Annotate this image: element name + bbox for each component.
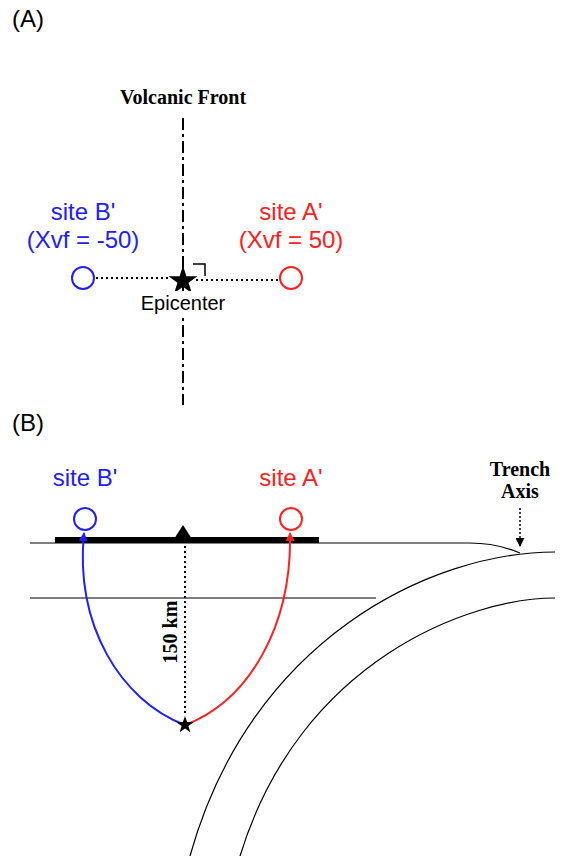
- node-label: site B': [51, 198, 116, 226]
- dotted-connector: [96, 277, 170, 279]
- panel-letter: (B): [12, 412, 44, 434]
- surface-line: [30, 543, 520, 553]
- circle-outline: [279, 266, 303, 290]
- ray-path-blue: [83, 533, 185, 725]
- site-marker: [72, 267, 94, 289]
- site-marker: [280, 267, 302, 289]
- volcanic-front-line: [182, 118, 184, 405]
- hypocenter-star: [176, 716, 193, 732]
- moho-line: [30, 597, 376, 598]
- site-circle: site A': [279, 507, 303, 531]
- node-label: site A': [259, 198, 322, 226]
- epicenter-star: Epicenter: [171, 268, 195, 292]
- right-angle-mark: [193, 264, 205, 276]
- circle-outline: [279, 507, 303, 531]
- star-outline: [171, 268, 195, 292]
- panel-letter: (A): [12, 8, 44, 30]
- volcano-symbol: [174, 525, 192, 539]
- epicenter-marker: [169, 266, 198, 294]
- ray-path-red: [185, 533, 290, 725]
- slab-lower-surface: [240, 598, 555, 856]
- dotted-connector: [196, 279, 278, 281]
- node-label: (Xvf = 50): [239, 226, 344, 254]
- depth-label: 150 km: [159, 601, 181, 664]
- depth-line: [184, 546, 186, 716]
- site-circle: site A'(Xvf = 50): [279, 266, 303, 290]
- site-circle: site B'(Xvf = -50): [71, 266, 95, 290]
- site-circle: site B': [73, 507, 97, 531]
- node-label: site A': [259, 464, 322, 492]
- trench-axis-label: Trench Axis: [485, 458, 555, 502]
- circle-outline: [71, 266, 95, 290]
- circle-outline: [73, 507, 97, 531]
- volcanic-front-label: Volcanic Front: [120, 86, 246, 108]
- site-marker: [74, 508, 96, 530]
- node-label: site B': [53, 464, 118, 492]
- trench-pointer: [519, 508, 521, 546]
- slab-upper-surface: [190, 552, 555, 856]
- node-label: Epicenter: [139, 291, 228, 315]
- site-marker: [280, 508, 302, 530]
- node-label: (Xvf = -50): [27, 226, 140, 254]
